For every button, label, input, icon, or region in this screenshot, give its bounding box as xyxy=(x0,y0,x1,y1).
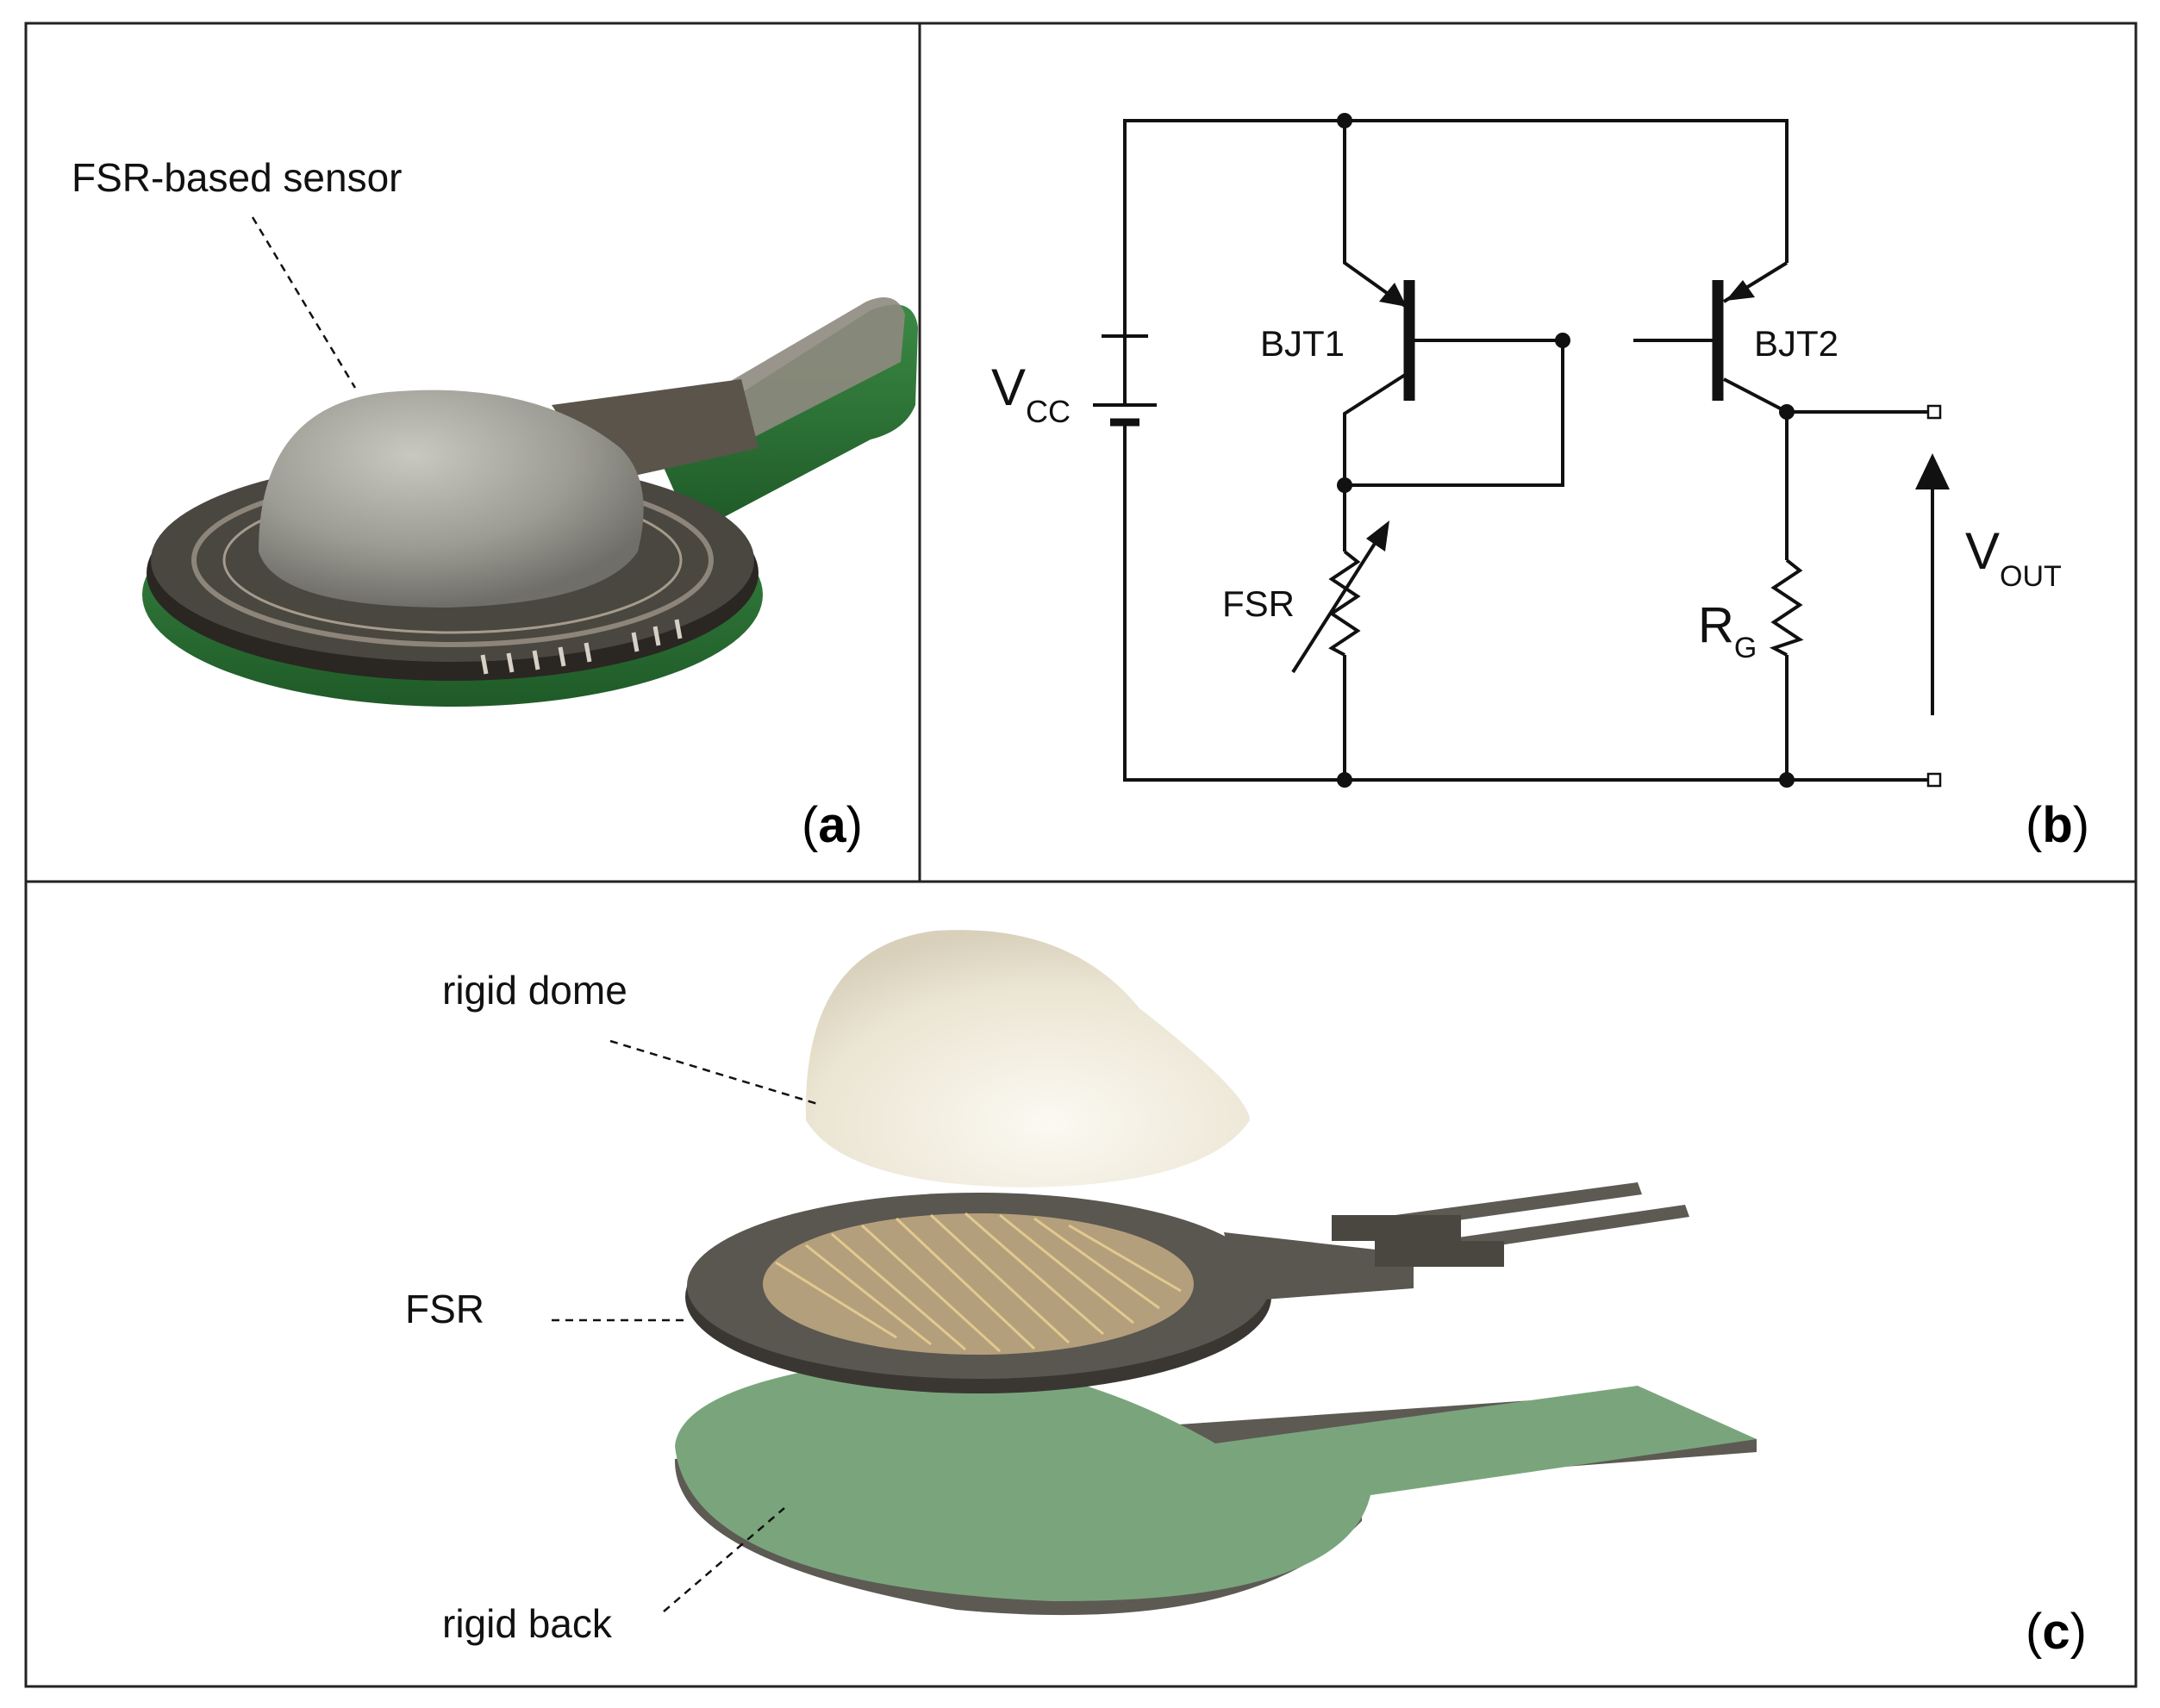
dome-label: rigid dome xyxy=(442,968,627,1013)
bjt1-label: BJT1 xyxy=(1260,323,1345,364)
bjt2-emitter-arrow xyxy=(1726,280,1755,301)
fsr-active-area xyxy=(763,1213,1194,1355)
bjt2-label: BJT2 xyxy=(1754,323,1838,364)
panel-c-tag: (c) xyxy=(2026,1604,2087,1660)
dome-leader-line xyxy=(609,1039,821,1106)
fsr-tick-marks xyxy=(480,619,683,675)
fsr-arrow xyxy=(1366,521,1389,552)
bjt2-collector-wire xyxy=(1723,377,1789,560)
panel-c: rigid dome FSR rigid back (c) xyxy=(405,930,2087,1660)
vout-arrow xyxy=(1915,453,1950,489)
fsr-zigzag xyxy=(1328,550,1361,657)
panel-a-tag: (a) xyxy=(802,797,863,853)
fsr-layer-render xyxy=(685,1182,1689,1393)
fsr-label: FSR xyxy=(405,1287,484,1331)
back-label: rigid back xyxy=(442,1601,613,1646)
fsr-variable-line xyxy=(1291,528,1385,674)
figure-frame xyxy=(24,22,2138,1688)
panel-b-tag: (b) xyxy=(2026,797,2089,853)
panel-a: FSR-based sensor (a) xyxy=(72,155,918,853)
bjt1-collector-wire xyxy=(1343,373,1407,485)
rg-label: RG xyxy=(1698,597,1757,664)
circuit-wires xyxy=(1123,119,1939,782)
rigid-back-render xyxy=(674,1359,1757,1616)
bjt1-emitter-wire xyxy=(1343,121,1407,308)
junction-dots xyxy=(1337,113,1795,788)
top-rail xyxy=(1123,119,1789,336)
arrow-heads xyxy=(1366,280,1950,552)
bjt1-emitter-arrow xyxy=(1379,283,1407,307)
bottom-rail xyxy=(1123,487,1939,782)
sensor-leader-line xyxy=(251,216,357,389)
output-terminals xyxy=(1926,404,1942,788)
rg-zigzag xyxy=(1769,558,1804,657)
battery-symbol xyxy=(1093,334,1157,487)
fsr-layer-tail xyxy=(1224,1232,1414,1301)
sensor-label: FSR-based sensor xyxy=(72,155,403,200)
sensor-photo xyxy=(142,297,918,707)
fsr-circuit-label: FSR xyxy=(1222,583,1295,624)
terminal-top xyxy=(1926,404,1942,420)
outer-border xyxy=(24,22,2138,1688)
fsr-interdigitated-traces xyxy=(775,1212,1182,1353)
vout-label: VOUT xyxy=(1965,522,2062,593)
panel-b: VCC BJT1 BJT2 FSR RG VOUT (b) xyxy=(991,113,2089,853)
diode-connection xyxy=(1345,340,1564,487)
sensor-dome xyxy=(259,390,644,608)
vcc-label: VCC xyxy=(991,358,1071,429)
rigid-dome-render xyxy=(805,930,1250,1187)
leader-lines xyxy=(552,1039,821,1612)
fsr-connector-pins xyxy=(1332,1182,1689,1267)
rigid-back-top xyxy=(675,1359,1757,1602)
terminal-bottom xyxy=(1926,772,1942,788)
